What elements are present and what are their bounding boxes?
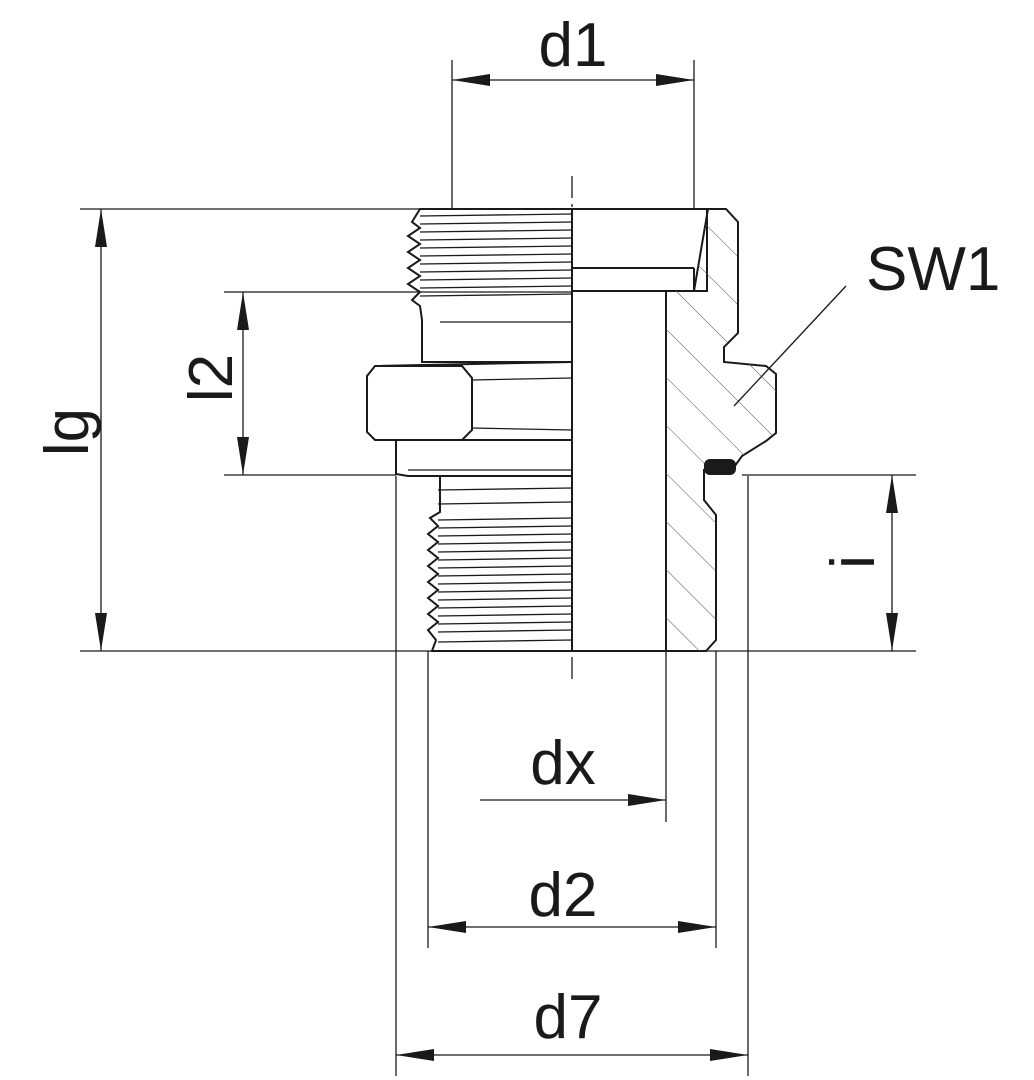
label-d7: d7 [534, 983, 603, 1052]
dimension-lines [95, 74, 898, 1061]
upper-bore-section [571, 208, 708, 292]
lower-thread-lines [437, 487, 573, 643]
extension-lines [80, 60, 916, 1076]
upper-thread [406, 208, 572, 363]
section-half [571, 208, 777, 652]
label-sw1: SW1 [866, 235, 1000, 304]
label-lg: lg [33, 408, 102, 456]
external-half [366, 208, 573, 652]
o-ring-seal [704, 459, 736, 475]
upper-thread-lines [419, 213, 573, 323]
label-i: i [819, 555, 888, 569]
hex-edge [375, 365, 473, 441]
central-bore-section [571, 290, 667, 652]
label-d2: d2 [529, 861, 598, 930]
label-l2: l2 [177, 354, 246, 402]
hatch-pattern [666, 209, 776, 651]
label-dx: dx [530, 729, 595, 798]
lower-thread [426, 475, 572, 652]
label-d1: d1 [539, 11, 608, 80]
